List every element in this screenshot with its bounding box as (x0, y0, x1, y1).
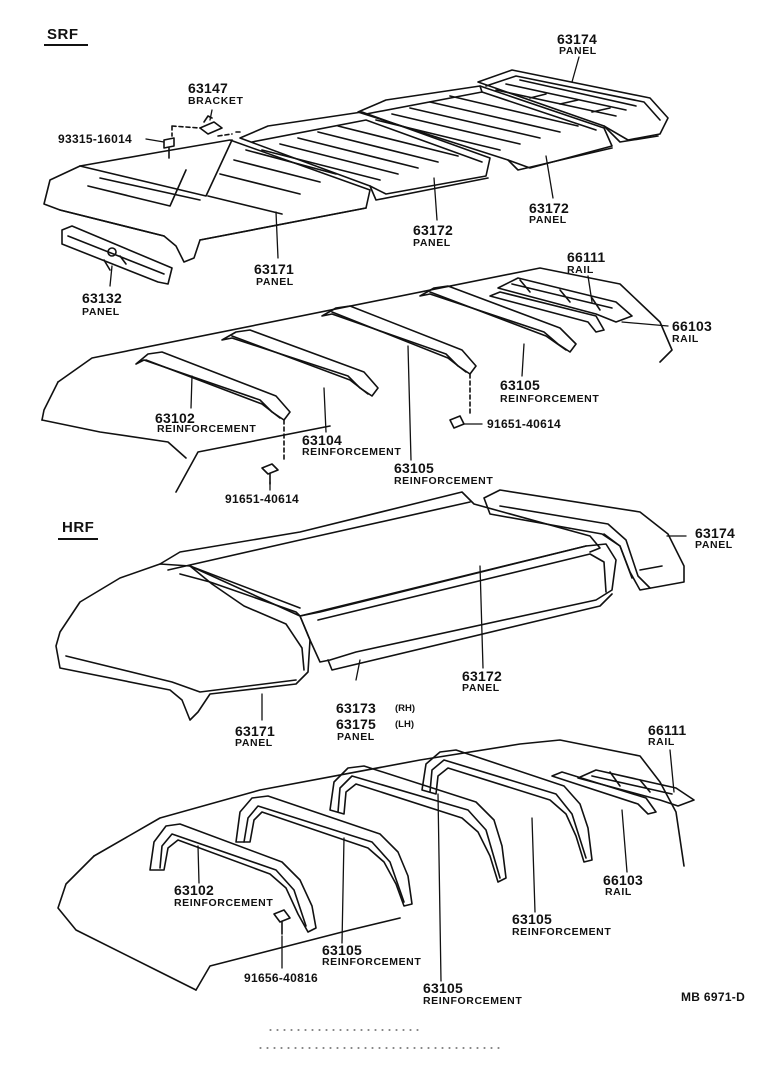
hrf-66111-number: 66111 (648, 722, 687, 738)
section-underline-hrf (58, 538, 98, 540)
hrf-63105c-number: 63105 (423, 980, 463, 996)
hrf-63175-desc: PANEL (337, 731, 375, 743)
srf-63174-number: 63174 (557, 31, 597, 47)
hrf-63171-number: 63171 (235, 723, 275, 739)
hrf-reinforcement-63105-c (421, 749, 593, 863)
srf-63104-number: 63104 (302, 432, 342, 448)
hrf-63105b-desc: REINFORCEMENT (322, 956, 422, 968)
srf-reinforcement-63105-rear (419, 285, 577, 353)
srf-63132-number: 63132 (82, 290, 122, 306)
srf-63132-desc: PANEL (82, 306, 120, 318)
srf-bracket-63147 (199, 115, 241, 137)
srf-63174-desc: PANEL (559, 45, 597, 57)
hrf-63171-desc: PANEL (235, 737, 273, 749)
srf-66103-desc: RAIL (672, 333, 699, 345)
hrf-63175-number: 63175 (336, 716, 376, 732)
hrf-91656-number: 91656-40816 (244, 971, 319, 985)
hrf-63174-number: 63174 (695, 525, 735, 541)
hrf-63105a-number: 63105 (512, 911, 552, 927)
srf-rear-panel-63174 (477, 69, 669, 143)
hrf-63173-side: (RH) (395, 703, 416, 714)
section-title-srf: SRF (47, 26, 79, 43)
srf-rail-66103 (489, 291, 605, 333)
hrf-63102-number: 63102 (174, 882, 214, 898)
srf-roof-outline (41, 267, 673, 493)
hrf-66103-number: 66103 (603, 872, 643, 888)
srf-63104-desc: REINFORCEMENT (302, 446, 402, 458)
hrf-reinf-leaders (197, 749, 675, 982)
srf-reinforcement-63105-mid (321, 305, 477, 375)
hrf-reinforcement-63102 (149, 823, 317, 933)
srf-66111-desc: RAIL (567, 264, 594, 276)
srf-panel-63172-rear (357, 85, 613, 171)
srf-66103-number: 66103 (672, 318, 712, 334)
srf-63105a-number: 63105 (500, 377, 540, 393)
hrf-63105b-number: 63105 (322, 942, 362, 958)
hrf-63175-side: (LH) (395, 719, 414, 730)
diagram-code: MB 6971-D (681, 990, 746, 1004)
srf-leaders (109, 56, 580, 287)
srf-66111-number: 66111 (567, 249, 606, 265)
srf-reinforcement-63104 (221, 329, 379, 397)
hrf-63174-desc: PANEL (695, 539, 733, 551)
srf-bolt-91651-a (449, 373, 471, 429)
srf-panel-63132 (61, 225, 173, 285)
hrf-rail-66103 (551, 771, 657, 815)
srf-bolt-91651-b (261, 419, 285, 485)
srf-bolt-93315 (163, 125, 201, 159)
hrf-66103-desc: RAIL (605, 886, 632, 898)
srf-rail-66111 (497, 277, 633, 323)
srf-reinforcement-63102 (135, 351, 291, 421)
hrf-reinforcement-63105-b (329, 765, 507, 883)
srf-63172b-number: 63172 (529, 200, 569, 216)
srf-63171-number: 63171 (254, 261, 294, 277)
srf-63105a-desc: REINFORCEMENT (500, 393, 600, 405)
srf-63147-desc: BRACKET (188, 95, 244, 107)
srf-91651b-number: 91651-40614 (225, 492, 300, 506)
srf-63102-desc: REINFORCEMENT (157, 423, 257, 435)
section-underline-srf (44, 44, 88, 46)
hrf-rear-panel-63174 (483, 489, 685, 591)
srf-63172a-number: 63172 (413, 222, 453, 238)
hrf-63105a-desc: REINFORCEMENT (512, 926, 612, 938)
hrf-63105c-desc: REINFORCEMENT (423, 995, 523, 1007)
srf-63102-number: 63102 (155, 410, 195, 426)
hrf-bolt-91656 (273, 909, 291, 935)
hrf-rail-66111 (577, 769, 695, 807)
srf-panel-63172-mid (239, 111, 491, 201)
hrf-side-panel-63173-63175 (299, 543, 617, 671)
srf-63105b-desc: REINFORCEMENT (394, 475, 494, 487)
srf-front-panel-63171 (43, 139, 371, 263)
srf-roof-leaders (190, 275, 669, 491)
hrf-reinforcement-63105-a (235, 795, 413, 907)
hrf-63172-number: 63172 (462, 668, 502, 684)
hrf-front-panel-63171 (55, 563, 311, 721)
srf-63171-desc: PANEL (256, 276, 294, 288)
srf-63172a-desc: PANEL (413, 237, 451, 249)
section-title-hrf: HRF (62, 519, 95, 536)
hrf-63173-number: 63173 (336, 700, 376, 716)
hrf-66111-desc: RAIL (648, 736, 675, 748)
hrf-roof-outline (57, 739, 685, 991)
srf-93315-number: 93315-16014 (58, 132, 133, 146)
srf-63147-number: 63147 (188, 80, 228, 96)
scan-specks (259, 1029, 501, 1049)
hrf-63102-desc: REINFORCEMENT (174, 897, 274, 909)
srf-63105b-number: 63105 (394, 460, 434, 476)
srf-91651a-number: 91651-40614 (487, 417, 562, 431)
srf-63172b-desc: PANEL (529, 214, 567, 226)
hrf-63172-desc: PANEL (462, 682, 500, 694)
hrf-leaders (261, 535, 687, 721)
